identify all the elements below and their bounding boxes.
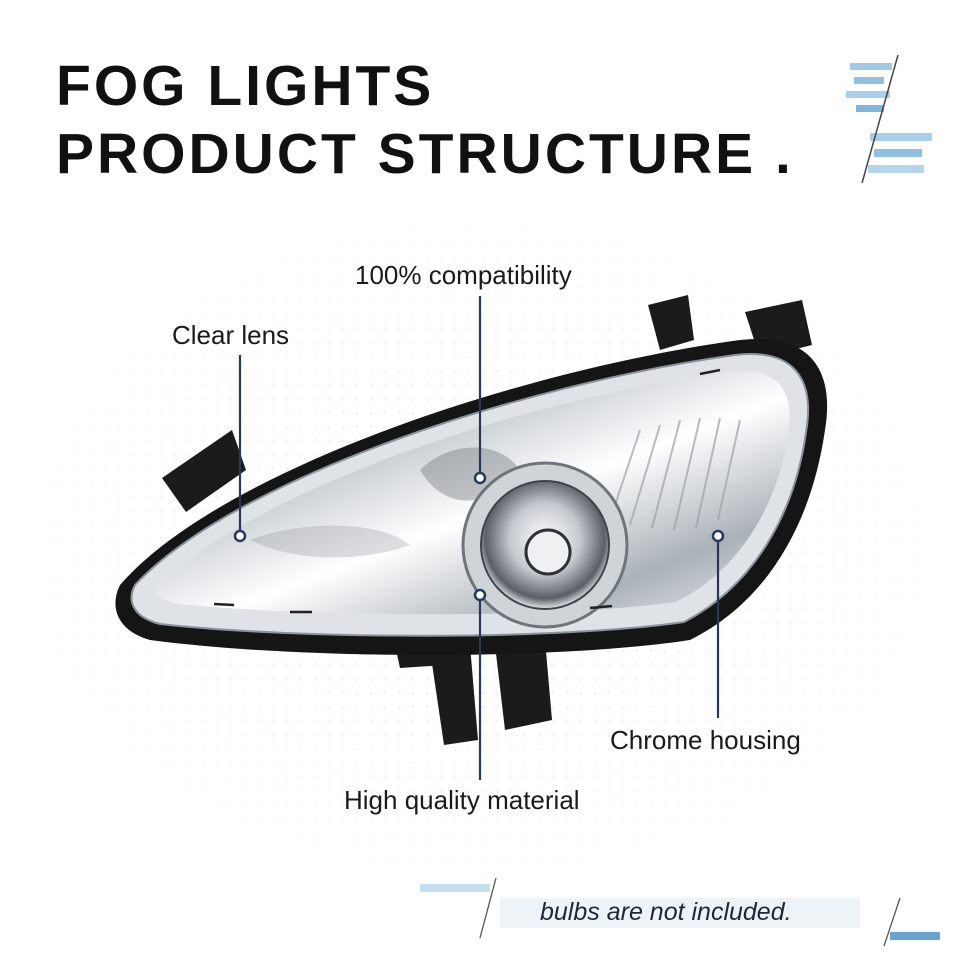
- decor-stripes-icon: [846, 55, 932, 184]
- callout-clear-lens: Clear lens: [172, 320, 290, 350]
- bulbs-note: bulbs are not included.: [540, 898, 792, 926]
- callout-compatibility: 100% compatibility: [355, 260, 572, 290]
- page-title-line2: PRODUCT STRUCTURE .: [56, 122, 794, 186]
- callout-material: High quality material: [344, 785, 580, 815]
- page-title-line1: FOG LIGHTS: [56, 54, 435, 118]
- callout-chrome-housing: Chrome housing: [610, 725, 801, 755]
- footnote-banner: [420, 878, 940, 947]
